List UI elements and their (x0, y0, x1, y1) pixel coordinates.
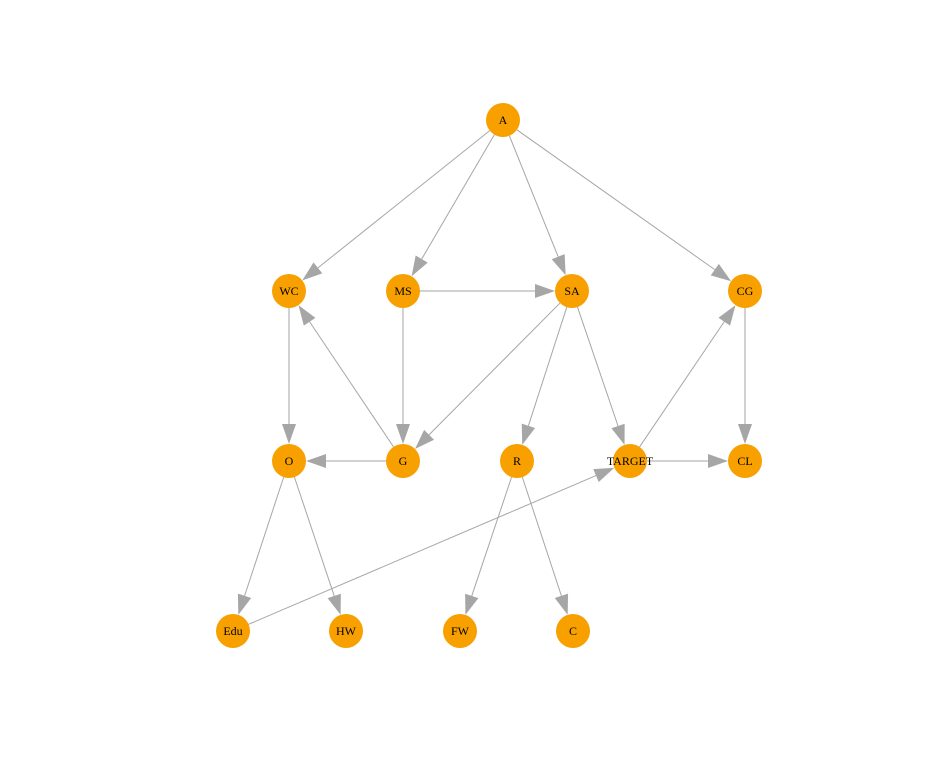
node-hw: HW (329, 614, 363, 648)
node-wc: WC (272, 274, 306, 308)
node-circle-cl (728, 444, 762, 478)
edge-A-to-CG (516, 129, 716, 271)
node-circle-r (500, 444, 534, 478)
node-label-edu: Edu (223, 624, 242, 638)
node-label-cg: CG (737, 284, 754, 298)
edge-A-to-SA (508, 135, 559, 257)
edge-R-to-FW (471, 476, 513, 597)
node-circle-cg (728, 274, 762, 308)
edge-SA-to-G (428, 302, 561, 436)
arrowhead-CG-to-CL (738, 424, 752, 444)
node-circle-fw (443, 614, 477, 648)
arrowhead-SA-to-R (521, 423, 536, 445)
node-label-c: C (569, 624, 577, 638)
node-label-wc: WC (279, 284, 298, 298)
node-cl: CL (728, 444, 762, 478)
node-label-target: TARGET (607, 454, 654, 468)
edges-layer (237, 129, 752, 625)
arrowhead-TARGET-to-CL (708, 454, 728, 468)
arrowhead-O-to-HW (327, 593, 341, 615)
node-label-sa: SA (564, 284, 580, 298)
edge-Edu-to-TARGET (248, 475, 597, 625)
node-circle-c (556, 614, 590, 648)
node-label-r: R (513, 454, 521, 468)
node-label-cl: CL (737, 454, 752, 468)
node-label-o: O (285, 454, 294, 468)
node-c: C (556, 614, 590, 648)
node-cg: CG (728, 274, 762, 308)
node-label-hw: HW (336, 624, 357, 638)
edge-SA-to-R (527, 307, 568, 426)
arrowhead-R-to-FW (465, 593, 479, 615)
node-label-a: A (499, 113, 508, 127)
edge-G-to-WC (309, 321, 394, 448)
node-circle-edu (216, 614, 250, 648)
edge-O-to-HW (293, 476, 335, 597)
arrowhead-WC-to-O (282, 424, 296, 444)
node-circle-target (613, 444, 647, 478)
arrowhead-SA-to-G (414, 429, 435, 449)
node-a: A (486, 103, 520, 137)
edge-R-to-C (521, 476, 562, 597)
arrowhead-SA-to-TARGET (611, 423, 625, 445)
edge-O-to-Edu (244, 476, 285, 597)
node-edu: Edu (216, 614, 250, 648)
arrowhead-G-to-WC (298, 305, 316, 326)
edge-TARGET-to-CG (639, 321, 725, 448)
nodes-layer: A WC MS SA CG O G R TARGET CL Edu HW FW C (216, 103, 762, 648)
arrowhead-Edu-to-TARGET (593, 467, 615, 482)
node-target: TARGET (607, 444, 654, 478)
arrowhead-O-to-Edu (237, 593, 252, 615)
arrowhead-A-to-CG (710, 263, 732, 282)
node-circle-o (272, 444, 306, 478)
node-label-fw: FW (451, 624, 470, 638)
edge-A-to-WC (317, 130, 491, 269)
node-circle-a (486, 103, 520, 137)
node-circle-hw (329, 614, 363, 648)
edge-A-to-MS (421, 134, 495, 260)
node-fw: FW (443, 614, 477, 648)
node-label-ms: MS (394, 284, 411, 298)
node-o: O (272, 444, 306, 478)
edge-SA-to-TARGET (577, 306, 619, 427)
arrowhead-A-to-SA (551, 254, 566, 276)
node-circle-g (386, 444, 420, 478)
arrowhead-A-to-WC (302, 262, 323, 281)
node-circle-wc (272, 274, 306, 308)
arrowhead-MS-to-SA (535, 284, 555, 298)
node-circle-sa (555, 274, 589, 308)
arrowhead-G-to-O (306, 454, 326, 468)
node-circle-ms (386, 274, 420, 308)
node-r: R (500, 444, 534, 478)
arrowhead-TARGET-to-CG (718, 305, 736, 326)
arrowhead-A-to-MS (411, 255, 428, 277)
arrowhead-R-to-C (554, 593, 569, 615)
node-sa: SA (555, 274, 589, 308)
arrowhead-MS-to-G (396, 424, 410, 444)
node-ms: MS (386, 274, 420, 308)
node-g: G (386, 444, 420, 478)
node-label-g: G (399, 454, 408, 468)
